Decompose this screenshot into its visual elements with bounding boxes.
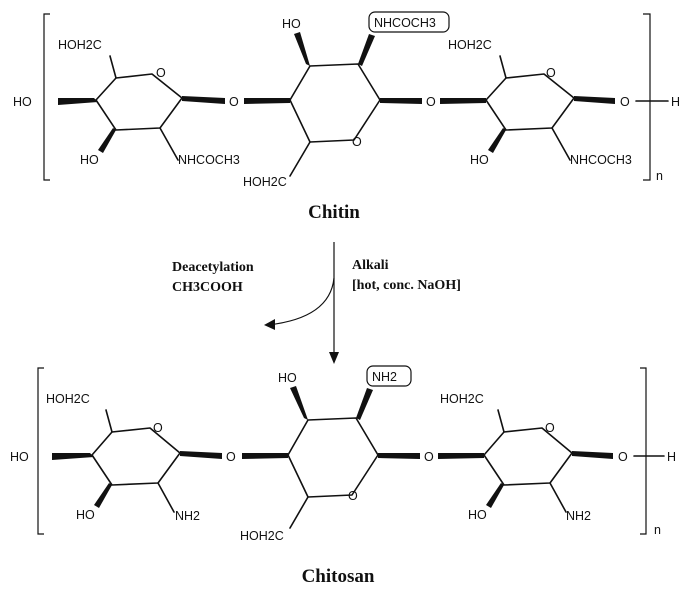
chitosan-u2-amino: NH2 (372, 370, 397, 384)
chitin-u3-link-o: O (426, 95, 436, 109)
chitin-title: Chitin (308, 202, 360, 223)
chitosan-repeat-n: n (654, 523, 661, 537)
chitosan-u3-amino: NH2 (566, 509, 591, 523)
chitin-structure: n HOH2C HO HO O NHCOCH3 O HO NHCOC (13, 11, 680, 223)
reaction-left-line2: CH3COOH (172, 280, 243, 295)
chitin-u1-ho-c3: HO (80, 153, 99, 167)
chitosan-u3-ring-o: O (545, 421, 555, 435)
deacetylation-arrow (267, 277, 335, 326)
chitin-u2-hoh2c: HOH2C (243, 175, 287, 189)
chitosan-u3-end-h: H (667, 450, 676, 464)
chitin-left-bracket (43, 13, 50, 181)
chitosan-u3-link-o: O (424, 450, 434, 464)
chitin-unit2: HO NHCOCH3 O HOH2C (243, 11, 450, 189)
chitin-right-bracket (643, 13, 651, 181)
chitosan-u1-ho-c4: HO (10, 450, 29, 464)
chitosan-u1-link-o: O (226, 450, 236, 464)
reaction-right-line1: Alkali (352, 258, 389, 273)
chitosan-unit2: HO NH2 O HOH2C (240, 365, 420, 543)
reaction-left-line1: Deacetylation (172, 260, 254, 275)
chitosan-unit1: HOH2C HO HO O NH2 O (10, 392, 236, 523)
chitosan-u3-ho: HO (468, 508, 487, 522)
chitin-u2-ring-o: O (352, 135, 362, 149)
chitin-u3-ring-o: O (546, 66, 556, 80)
chitosan-u3-end-o: O (618, 450, 628, 464)
chitin-u2-acetamido-box (368, 11, 450, 33)
chitin-u1-ring-o: O (156, 66, 166, 80)
chitin-unit1: HOH2C HO HO O NHCOCH3 O (13, 38, 240, 167)
chitosan-u2-amino-box (366, 365, 412, 387)
chitosan-u2-ring-o: O (348, 489, 358, 503)
chitosan-structure: n HOH2C HO HO O NH2 O HO NH2 (10, 365, 676, 587)
chitin-unit3: O HOH2C O HO NHCOCH3 O H (426, 38, 680, 167)
chitosan-u2-ho: HO (278, 371, 297, 385)
chitin-u3-ho: HO (470, 153, 489, 167)
chitin-u2-ho: HO (282, 17, 301, 31)
chitosan-u1-hoh2c: HOH2C (46, 392, 90, 406)
chitin-u1-link-o: O (229, 95, 239, 109)
chitin-u3-hoh2c: HOH2C (448, 38, 492, 52)
chitin-u1-ho-c4: HO (13, 95, 32, 109)
chitosan-u3-hoh2c: HOH2C (440, 392, 484, 406)
chitosan-unit3: O HOH2C O HO NH2 O H (424, 392, 676, 523)
reaction-arrows: Deacetylation CH3COOH Alkali [hot, conc.… (172, 242, 461, 364)
chitosan-u1-ho-c3: HO (76, 508, 95, 522)
chitosan-title: Chitosan (302, 566, 375, 587)
chitosan-right-bracket (640, 367, 647, 535)
chitin-u3-end-h: H (671, 95, 680, 109)
chitin-u3-acetamido: NHCOCH3 (570, 153, 632, 167)
chitosan-u1-ring-o: O (153, 421, 163, 435)
chitosan-u1-amino: NH2 (175, 509, 200, 523)
reaction-right-line2: [hot, conc. NaOH] (352, 278, 461, 293)
chitin-u1-hoh2c: HOH2C (58, 38, 102, 52)
chitin-u1-acetamido: NHCOCH3 (178, 153, 240, 167)
chitin-u3-end-o: O (620, 95, 630, 109)
chitin-u2-acetamido: NHCOCH3 (374, 16, 436, 30)
chitosan-left-bracket (37, 367, 44, 535)
chitin-repeat-n: n (656, 169, 663, 183)
chitosan-u2-hoh2c: HOH2C (240, 529, 284, 543)
